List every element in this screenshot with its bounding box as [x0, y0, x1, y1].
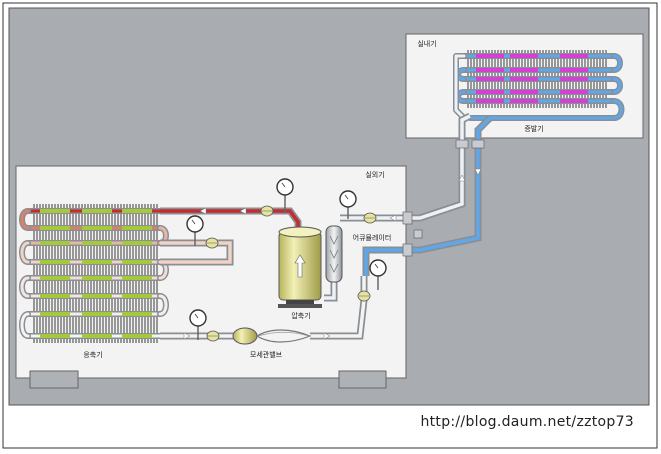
evaporator-bend-core: [612, 54, 622, 72]
arrow-icon: [199, 207, 207, 215]
condenser-tube-accent: [40, 294, 70, 298]
evaporator-tube-accent: [510, 77, 538, 81]
condenser-tube-accent: [122, 241, 152, 245]
gauge-needle: [194, 313, 199, 319]
condenser-tube-accent: [82, 226, 112, 230]
evaporator-tube-accent: [560, 90, 588, 94]
gauge-needle: [374, 263, 379, 269]
flow-arrows: [183, 168, 482, 340]
condenser-tube-accent: [82, 209, 112, 213]
condenser-tube-accent: [40, 276, 70, 280]
pressure-gauges: [186, 178, 387, 342]
evaporator-tube-accent: [510, 99, 538, 103]
evaporator-tube-accent: [510, 54, 538, 58]
condenser-tube-accent: [122, 294, 152, 298]
condenser-bend-core: [20, 241, 30, 264]
evaporator-tube-accent: [476, 99, 504, 103]
accumulator-label: 어큐뮬레이터: [353, 233, 392, 242]
condenser-tube-accent: [82, 260, 112, 264]
arrow-icon: [239, 207, 247, 215]
evaporator-tube-accent: [476, 77, 504, 81]
condenser-coil: [19, 204, 169, 343]
arrow-icon: [323, 332, 331, 340]
capillary-tube-icon: [232, 327, 312, 345]
evaporator-tube-accent: [560, 99, 588, 103]
condenser-bend-core: [20, 312, 30, 338]
condenser-tube-accent: [122, 209, 152, 213]
liquid-line: [160, 276, 368, 340]
arrow-icon: [389, 214, 397, 222]
condenser-tube-accent: [40, 209, 70, 213]
condenser-tube-accent: [40, 260, 70, 264]
evaporator-tube-accent: [476, 68, 504, 72]
outdoor-unit-label: 실외기: [365, 170, 384, 179]
condenser-label: 응축기: [83, 350, 102, 359]
compressor-icon: [278, 226, 322, 308]
condenser-tube-accent: [82, 334, 112, 338]
gauge-needle: [344, 194, 349, 200]
condenser-bend-core: [158, 294, 168, 316]
condenser-tube-accent: [40, 312, 70, 316]
right-foot: [338, 370, 387, 389]
condenser-tube-accent: [40, 226, 70, 230]
evaporator-tube-accent: [560, 68, 588, 72]
capillary-label: 모세관밸브: [250, 350, 283, 359]
pipe-fittings: [402, 139, 485, 257]
condenser-tube-accent: [122, 334, 152, 338]
condenser-tube-accent: [122, 260, 152, 264]
condenser-bend-core: [20, 276, 30, 298]
condenser-tube-accent: [40, 241, 70, 245]
condenser-tube-accent: [40, 334, 70, 338]
condenser-tube-accent: [122, 312, 152, 316]
evaporator-tube-accent: [560, 77, 588, 81]
left-foot: [29, 370, 79, 389]
indoor-unit-label: 실내기: [417, 39, 436, 48]
condenser-tube-accent: [122, 276, 152, 280]
evaporator-tube-accent: [560, 54, 588, 58]
evaporator-tube-accent: [510, 68, 538, 72]
compressor-label: 압축기: [291, 311, 310, 320]
accumulator-to-compressor-line: [324, 282, 338, 302]
evaporator-bend-core: [612, 77, 622, 94]
condenser-tube-accent: [122, 226, 152, 230]
watermark-url: http://blog.daum.net/zztop73: [420, 414, 634, 430]
evaporator-tube-accent: [510, 90, 538, 94]
arrow-icon: [183, 332, 191, 340]
evaporator-return-core: [468, 99, 623, 120]
condenser-tube-accent: [82, 276, 112, 280]
condenser-tube-accent: [82, 294, 112, 298]
evaporator-coil: [453, 50, 625, 121]
evaporator-inlet-core: [454, 54, 466, 120]
condenser-tube-accent: [82, 241, 112, 245]
accumulator-icon: [325, 225, 343, 283]
evaporator-tube-accent: [476, 54, 504, 58]
gauge-needle: [191, 219, 196, 225]
evaporator-label: 증발기: [524, 124, 543, 133]
gauge-needle: [281, 182, 286, 188]
arrow-icon: [474, 168, 482, 176]
arrow-icon: [458, 174, 466, 182]
evaporator-tube-accent: [476, 90, 504, 94]
condenser-tube-accent: [82, 312, 112, 316]
condenser-bend-core: [20, 209, 30, 230]
